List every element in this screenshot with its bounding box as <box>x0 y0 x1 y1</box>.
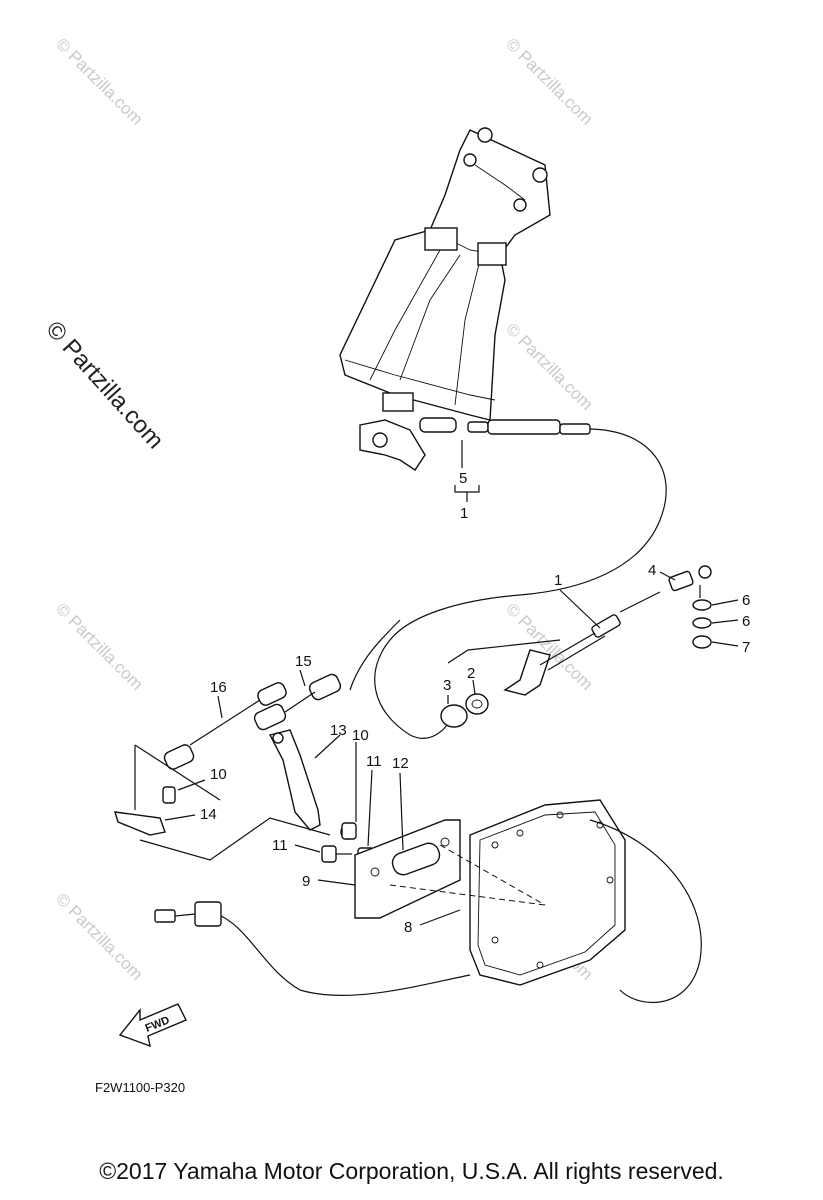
callout-9: 9 <box>302 873 310 890</box>
remote-control-cable <box>349 565 712 696</box>
watermark-text: © Partzilla.com <box>502 319 596 413</box>
callout-14: 14 <box>200 806 217 823</box>
watermark-text: © Partzilla.com <box>52 34 146 128</box>
mounting-plate <box>354 819 461 919</box>
watermark-text: © Partzilla.com <box>502 34 596 128</box>
callout-2: 2 <box>467 665 475 682</box>
callout-11b: 11 <box>272 837 288 854</box>
washers-and-nuts <box>440 599 712 728</box>
copyright-notice: ©2017 Yamaha Motor Corporation, U.S.A. A… <box>99 1158 724 1184</box>
callout-5: 5 <box>459 470 467 487</box>
watermark-large-text: © Partzilla.com <box>41 316 169 454</box>
callout-1-main: 1 <box>554 572 562 589</box>
callout-numbers: 1 5 1 2 3 4 6 6 7 8 9 10 10 11 11 12 13 … <box>200 470 750 936</box>
watermark-text: © Partzilla.com <box>52 889 146 983</box>
callout-1-top: 1 <box>460 505 468 522</box>
callout-15: 15 <box>295 653 312 670</box>
callout-7: 7 <box>742 639 750 656</box>
callout-10b: 10 <box>210 766 227 783</box>
callout-6a: 6 <box>742 592 750 609</box>
callout-16: 16 <box>210 679 227 696</box>
callout-13: 13 <box>330 722 347 739</box>
electrical-box <box>389 799 702 1004</box>
wire-harness <box>154 901 471 996</box>
exploded-parts-diagram: © Partzilla.com © Partzilla.com © Partzi… <box>41 34 751 1095</box>
bracket <box>114 744 331 861</box>
callout-4: 4 <box>648 562 656 579</box>
callout-6b: 6 <box>742 613 750 630</box>
diagram-code: F2W1100-P320 <box>95 1080 185 1095</box>
watermark-text: © Partzilla.com <box>502 599 596 693</box>
leader-lines <box>164 440 739 926</box>
steering-column-housing <box>339 127 551 471</box>
callout-12: 12 <box>392 755 409 772</box>
callout-11a: 11 <box>366 753 382 770</box>
callout-3: 3 <box>443 677 451 694</box>
callout-8: 8 <box>404 919 412 936</box>
connecting-rods <box>163 673 342 770</box>
cable-top-end <box>374 417 667 739</box>
callout-10a: 10 <box>352 727 369 744</box>
watermark-text: © Partzilla.com <box>52 599 146 693</box>
forward-direction-arrow: FWD <box>118 1003 187 1048</box>
control-lever <box>268 729 356 840</box>
